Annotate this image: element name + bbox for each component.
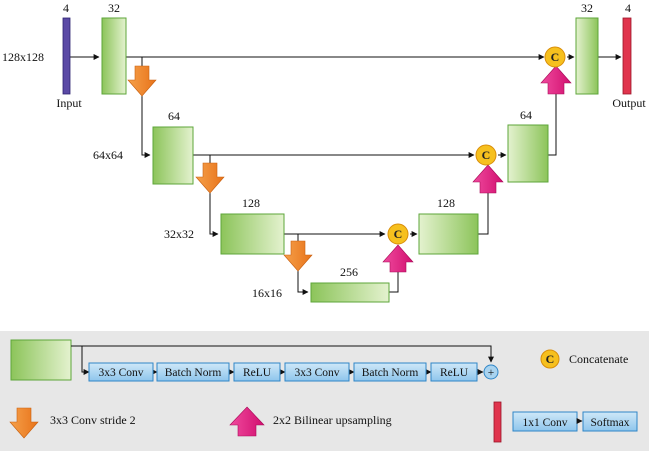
connections <box>70 54 622 295</box>
legend-concat-label: Concatenate <box>569 352 628 366</box>
svg-text:C: C <box>551 50 560 64</box>
up-arrow-2 <box>472 164 504 194</box>
legend-block-entry-line <box>81 346 90 375</box>
legend-op-relu-1-label: ReLU <box>243 367 272 379</box>
encoder-channels-level3: 128 <box>242 196 260 210</box>
concat-node-level1: C <box>544 46 566 68</box>
legend-concat-symbol: C <box>540 349 560 369</box>
legend-residual-line <box>71 345 494 363</box>
down-arrow-1 <box>127 65 157 97</box>
legend-op-relu-2-label: ReLU <box>440 367 469 379</box>
legend-op-conv3x3-2 <box>284 362 350 382</box>
legend-op-conv3x3-1 <box>88 362 154 382</box>
legend-op-relu-2 <box>430 362 478 382</box>
dec3-to-up2-line <box>478 192 489 235</box>
legend-op-softmax <box>582 411 638 432</box>
decoder-block-level2 <box>507 124 549 183</box>
svg-text:C: C <box>546 352 555 366</box>
encoder-block-level3 <box>220 213 285 255</box>
resolution-label-level4: 16x16 <box>252 286 282 300</box>
decoder-channels-level1: 32 <box>581 1 593 15</box>
legend-output-tensor <box>493 401 502 443</box>
down-arrow-2 <box>195 162 225 194</box>
encoder-channels-level2: 64 <box>168 109 180 123</box>
legend-down-label: 3x3 Conv stride 2 <box>50 413 136 427</box>
bottleneck-channels: 256 <box>340 265 358 279</box>
svg-text:+: + <box>488 367 495 379</box>
bottleneck-to-up3-line <box>389 270 399 293</box>
legend-op-batchnorm-1-label: Batch Norm <box>165 367 222 379</box>
resolution-label-level3: 32x32 <box>164 227 194 241</box>
output-channels-label: 4 <box>625 1 631 15</box>
resolution-label-level2: 64x64 <box>93 148 123 162</box>
decoder-block-level1 <box>575 17 599 95</box>
legend-op-batchnorm-2-label: Batch Norm <box>362 367 419 379</box>
encoder-channels-level1: 32 <box>108 1 120 15</box>
legend-op-batchnorm-2 <box>353 362 427 382</box>
encoder-block-level2 <box>152 126 194 185</box>
legend-op-conv3x3-1-label: 3x3 Conv <box>98 367 143 379</box>
legend-conv-block <box>10 339 72 381</box>
concat-node-level2: C <box>475 144 497 166</box>
legend-up-arrow-icon <box>229 406 265 437</box>
legend-background <box>0 331 649 451</box>
decoder-channels-level2: 64 <box>520 108 532 122</box>
output-label: Output <box>612 96 646 110</box>
up-arrow-3 <box>382 244 414 273</box>
legend-down-arrow-icon <box>9 407 39 439</box>
input-channels-label: 4 <box>63 1 69 15</box>
legend-up-label: 2x2 Bilinear upsampling <box>273 413 392 427</box>
legend-add-node: + <box>483 364 499 380</box>
legend-op-batchnorm-1 <box>156 362 230 382</box>
input-label: Input <box>56 96 82 110</box>
legend-op-conv3x3-2-label: 3x3 Conv <box>294 367 339 379</box>
output-tensor <box>622 17 632 95</box>
legend-op-relu-1 <box>233 362 281 382</box>
decoder-block-level3 <box>418 213 479 255</box>
legend-op-softmax-label: Softmax <box>591 417 630 429</box>
svg-text:C: C <box>394 227 403 241</box>
dec2-to-up1-line <box>548 92 557 156</box>
down-arrow-3 <box>283 240 313 272</box>
concat-node-level3: C <box>387 223 409 245</box>
resolution-label-level1: 128x128 <box>2 50 44 64</box>
up-arrow-1 <box>540 65 572 95</box>
bottleneck-block <box>310 282 390 303</box>
svg-text:C: C <box>482 148 491 162</box>
decoder-channels-level3: 128 <box>437 196 455 210</box>
input-tensor <box>62 17 71 95</box>
legend-panel: 3x3 Conv Batch Norm ReLU 3x3 Conv Batch … <box>0 331 649 451</box>
legend-op-conv1x1-label: 1x1 Conv <box>522 417 567 429</box>
encoder-block-level1 <box>101 17 127 95</box>
